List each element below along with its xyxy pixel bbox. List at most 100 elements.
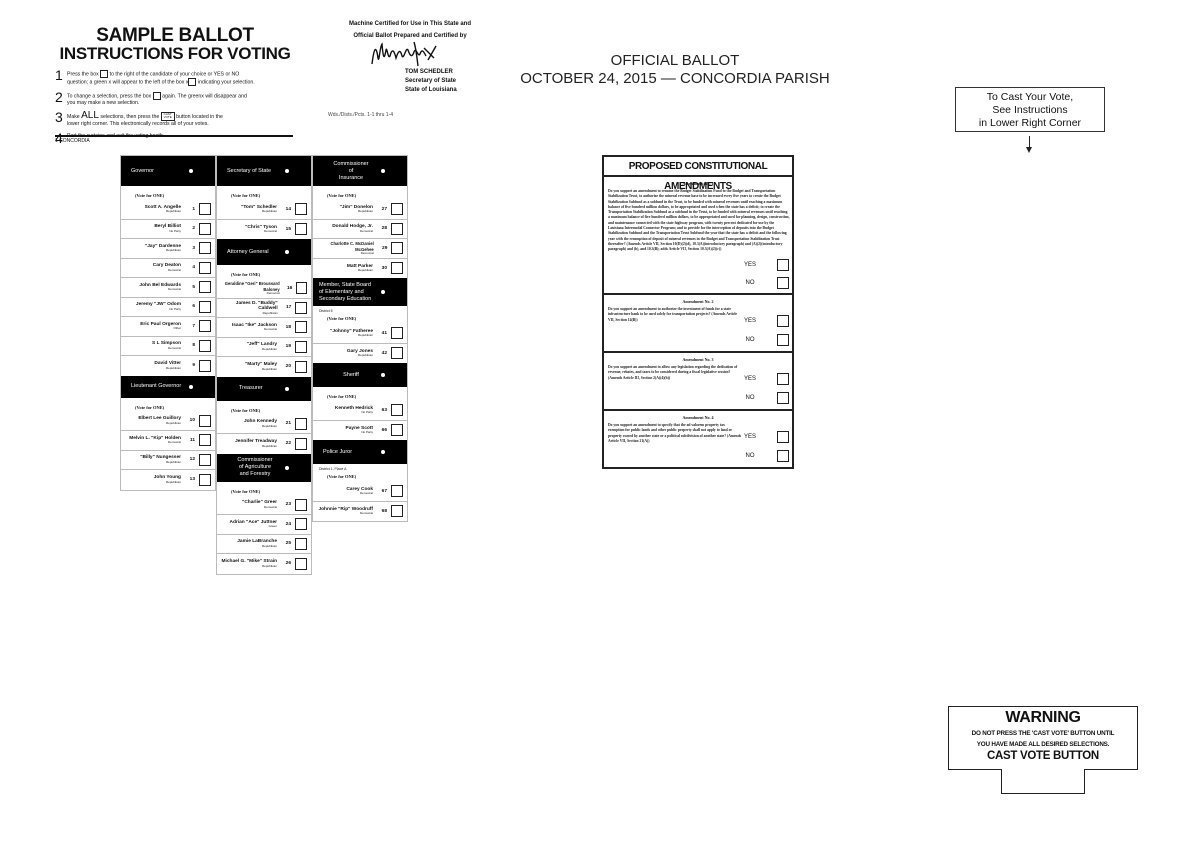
vote-checkbox[interactable] [391,424,403,437]
yes-option[interactable]: YES [735,373,789,385]
vote-checkbox[interactable] [199,339,211,352]
vote-checkbox[interactable] [777,277,789,289]
vote-checkbox[interactable] [391,505,403,518]
district-label: District 1, Place A [319,467,347,471]
vote-checkbox[interactable] [295,537,307,550]
vote-checkbox[interactable] [199,434,211,447]
yes-option[interactable]: YES [735,431,789,443]
vote-checkbox[interactable] [391,262,403,275]
amendment-3: Amendment No. 3 Do you support an amendm… [604,353,792,411]
vote-checkbox[interactable] [199,359,211,372]
yes-option[interactable]: YES [735,259,789,271]
vote-checkbox[interactable] [391,242,403,255]
vote-checkbox[interactable] [777,450,789,462]
vote-checkbox[interactable] [199,203,211,216]
vote-checkbox[interactable] [391,327,403,340]
no-option[interactable]: NO [735,392,789,404]
vote-checkbox[interactable] [295,498,307,511]
vote-checkbox[interactable] [199,261,211,274]
vote-checkbox[interactable] [295,340,307,353]
vote-checkbox[interactable] [391,485,403,498]
vote-checkbox[interactable] [296,282,307,295]
vote-checkbox[interactable] [777,431,789,443]
yes-option[interactable]: YES [735,315,789,327]
vote-checkbox[interactable] [295,203,307,216]
vote-checkbox[interactable] [391,203,403,216]
vote-checkbox[interactable] [295,301,307,314]
no-option[interactable]: NO [735,277,789,289]
vote-checkbox[interactable] [295,223,307,236]
vote-checkbox[interactable] [199,320,211,333]
vote-checkbox[interactable] [199,453,211,466]
precinct-range: Wds./Dists./Pcts. 1-1 thru 1-4 [328,112,394,118]
vote-checkbox[interactable] [295,321,307,334]
vote-checkbox[interactable] [295,437,307,450]
vote-checkbox[interactable] [199,300,211,313]
vote-checkbox[interactable] [777,259,789,271]
cast-vote-button[interactable] [1001,769,1085,794]
vote-checkbox[interactable] [391,222,403,235]
vote-checkbox[interactable] [777,373,789,385]
vote-checkbox[interactable] [295,360,307,373]
vote-checkbox[interactable] [199,414,211,427]
vote-checkbox[interactable] [199,222,211,235]
no-option[interactable]: NO [735,450,789,462]
vote-checkbox[interactable] [199,242,211,255]
race-header-lt-governor: Lieutenant Governor [121,375,215,398]
vote-checkbox[interactable] [295,417,307,430]
no-option[interactable]: NO [735,334,789,346]
vote-checkbox[interactable] [295,518,307,531]
vote-for-label: (Vote for ONE) [135,404,165,410]
vote-checkbox[interactable] [391,404,403,417]
vote-checkbox[interactable] [777,334,789,346]
vote-checkbox[interactable] [295,557,307,570]
vote-checkbox[interactable] [777,392,789,404]
vote-checkbox[interactable] [199,473,211,486]
ballot-subtitle: OCTOBER 24, 2015 — CONCORDIA PARISH [520,70,830,87]
vote-checkbox[interactable] [391,347,403,360]
vote-checkbox[interactable] [777,315,789,327]
vote-checkbox[interactable] [199,281,211,294]
ballot-title: OFFICIAL BALLOT [610,52,740,69]
